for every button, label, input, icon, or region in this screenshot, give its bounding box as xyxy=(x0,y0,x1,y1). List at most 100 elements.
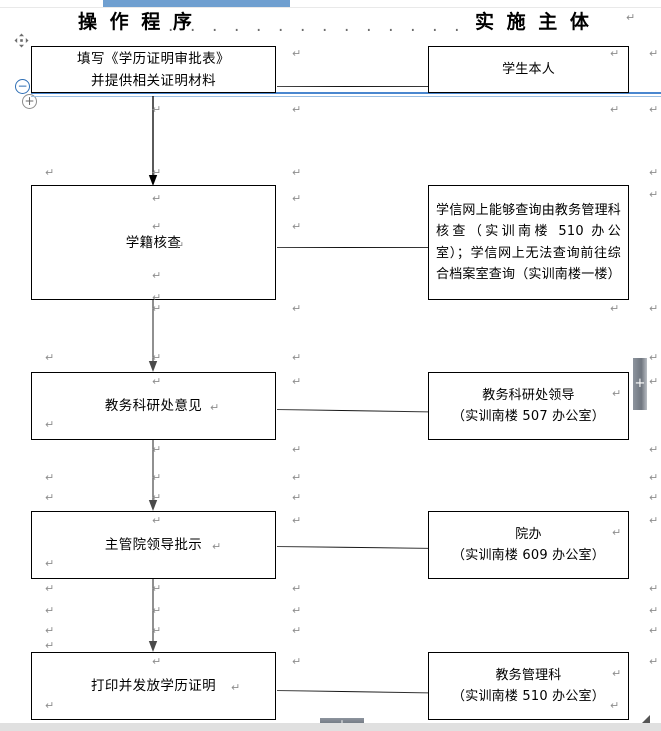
column-insert-handle[interactable]: + xyxy=(633,358,647,410)
paragraph-mark: ↵ xyxy=(292,604,302,617)
header-leader-dots: · · · · · · · · · · · · · · · · · · · · … xyxy=(168,21,473,41)
paragraph-mark: ↵ xyxy=(45,166,55,179)
paragraph-mark: ↵ xyxy=(649,375,659,388)
paragraph-mark: ↵ xyxy=(45,624,55,637)
flow-arrow-3-to-4 xyxy=(147,440,159,511)
flow-step-3-actor-box[interactable]: 教务科研处领导（实训南楼 507 办公室） xyxy=(428,372,629,440)
flow-step-3-procedure-box[interactable]: 教务科研处意见 xyxy=(31,372,276,440)
paragraph-mark: ↵ xyxy=(649,624,659,637)
flow-arrow-2-to-3 xyxy=(147,300,159,372)
paragraph-mark: ↵ xyxy=(152,220,162,233)
paragraph-mark: ↵ xyxy=(292,166,302,179)
table-move-handle-icon[interactable] xyxy=(14,33,29,48)
paragraph-mark: ↵ xyxy=(45,699,55,712)
flow-step-4-actor-label: 院办（实训南楼 609 办公室） xyxy=(452,526,605,564)
paragraph-mark: ↵ xyxy=(45,491,55,504)
paragraph-mark: ↵ xyxy=(152,655,162,668)
paragraph-mark: ↵ xyxy=(649,443,659,456)
flow-step-4-procedure-box[interactable]: 主管院领导批示 xyxy=(31,511,276,579)
paragraph-mark: ↵ xyxy=(649,166,659,179)
paragraph-mark: ↵ xyxy=(649,351,659,364)
row-selection-line-secondary xyxy=(31,96,661,97)
paragraph-mark: ↵ xyxy=(292,375,302,388)
paragraph-mark: ↵ xyxy=(45,582,55,595)
paragraph-mark: ↵ xyxy=(292,491,302,504)
paragraph-mark: ↵ xyxy=(210,401,220,414)
paragraph-mark: ↵ xyxy=(152,443,162,456)
flow-arrow-1-to-2 xyxy=(147,96,159,186)
paragraph-mark: ↵ xyxy=(152,582,162,595)
flow-step-1-actor-box[interactable]: 学生本人 xyxy=(428,46,629,93)
header-procedure-title: 操 作 程 序 xyxy=(78,11,195,33)
paragraph-mark: ↵ xyxy=(152,375,162,388)
paragraph-mark: ↵ xyxy=(45,471,55,484)
flow-step-5-connector xyxy=(276,690,428,694)
flow-arrow-4-to-5 xyxy=(147,579,159,652)
paragraph-mark: ↵ xyxy=(610,302,620,315)
paragraph-mark: ↵ xyxy=(649,514,659,527)
paragraph-mark: ↵ xyxy=(292,192,302,205)
paragraph-mark: ↵ xyxy=(152,624,162,637)
paragraph-mark: ↵ xyxy=(292,443,302,456)
flow-step-3-connector xyxy=(276,409,428,413)
flow-step-2-actor-box[interactable]: 学信网上能够查询由教务管理科核查（实训南楼 510 办公室）；学信网上无法查询前… xyxy=(428,185,629,300)
paragraph-mark: ↵ xyxy=(649,103,659,116)
paragraph-mark: ↵ xyxy=(292,655,302,668)
expand-button[interactable]: + xyxy=(22,94,37,109)
paragraph-mark: ↵ xyxy=(152,302,162,315)
flow-step-3-procedure-label: 教务科研处意见 xyxy=(104,398,203,414)
top-hairline-divider xyxy=(0,7,661,8)
paragraph-mark: ↵ xyxy=(152,351,162,364)
flow-step-2-procedure-box[interactable]: 学籍核查 xyxy=(31,185,276,300)
paragraph-mark: ↵ xyxy=(649,491,659,504)
paragraph-mark: ↵ xyxy=(212,540,222,553)
paragraph-mark: ↵ xyxy=(45,639,55,652)
paragraph-mark: ↵ xyxy=(649,47,659,60)
paragraph-mark: ↵ xyxy=(292,471,302,484)
table-resize-grip-icon[interactable] xyxy=(641,715,651,725)
paragraph-mark: ↵ xyxy=(292,47,302,60)
header-actor-title: 实 施 主 体 xyxy=(475,11,592,33)
collapse-button[interactable]: − xyxy=(15,79,30,94)
paragraph-mark: ↵ xyxy=(649,188,659,201)
flow-step-2-actor-label: 学信网上能够查询由教务管理科核查（实训南楼 510 办公室）；学信网上无法查询前… xyxy=(436,202,621,283)
flow-step-2-connector xyxy=(277,247,428,249)
flow-step-4-procedure-label: 主管院领导批示 xyxy=(104,537,203,553)
flow-step-1-connector xyxy=(277,86,428,88)
paragraph-mark: ↵ xyxy=(649,582,659,595)
paragraph-mark: ↵ xyxy=(610,103,620,116)
flow-step-5-actor-box[interactable]: 教务管理科（实训南楼 510 办公室） xyxy=(428,652,629,720)
page-bottom-strip xyxy=(0,723,661,731)
flow-step-4-connector xyxy=(276,546,428,550)
paragraph-mark: ↵ xyxy=(612,387,622,400)
flow-header-row: 操 作 程 序 · · · · · · · · · · · · · · · · … xyxy=(0,9,661,41)
paragraph-mark: ↵ xyxy=(152,103,162,116)
paragraph-mark: ↵ xyxy=(152,269,162,282)
paragraph-mark: ↵ xyxy=(45,418,55,431)
paragraph-mark: ↵ xyxy=(292,351,302,364)
paragraph-mark: ↵ xyxy=(175,239,185,252)
flow-step-5-procedure-box[interactable]: 打印并发放学历证明 xyxy=(31,652,276,720)
paragraph-mark: ↵ xyxy=(231,681,241,694)
paragraph-mark: ↵ xyxy=(152,166,162,179)
paragraph-mark: ↵ xyxy=(649,302,659,315)
paragraph-mark: ↵ xyxy=(610,699,620,712)
flow-step-3-actor-label: 教务科研处领导（实训南楼 507 办公室） xyxy=(452,387,605,425)
paragraph-mark: ↵ xyxy=(152,192,162,205)
flow-step-4-actor-box[interactable]: 院办（实训南楼 609 办公室） xyxy=(428,511,629,579)
paragraph-mark: ↵ xyxy=(292,582,302,595)
paragraph-mark: ↵ xyxy=(626,11,636,24)
paragraph-mark: ↵ xyxy=(612,667,622,680)
flow-step-1-procedure-box[interactable]: 填写《学历证明审批表》并提供相关证明材料 xyxy=(31,46,276,93)
row-selection-line xyxy=(31,92,661,94)
paragraph-mark: ↵ xyxy=(612,526,622,539)
paragraph-mark: ↵ xyxy=(649,471,659,484)
paragraph-mark: ↵ xyxy=(292,624,302,637)
paragraph-mark: ↵ xyxy=(649,655,659,668)
paragraph-mark: ↵ xyxy=(610,47,620,60)
paragraph-mark: ↵ xyxy=(292,302,302,315)
flow-step-5-procedure-label: 打印并发放学历证明 xyxy=(90,678,217,694)
paragraph-mark: ↵ xyxy=(45,557,55,570)
paragraph-mark: ↵ xyxy=(45,351,55,364)
paragraph-mark: ↵ xyxy=(649,604,659,617)
